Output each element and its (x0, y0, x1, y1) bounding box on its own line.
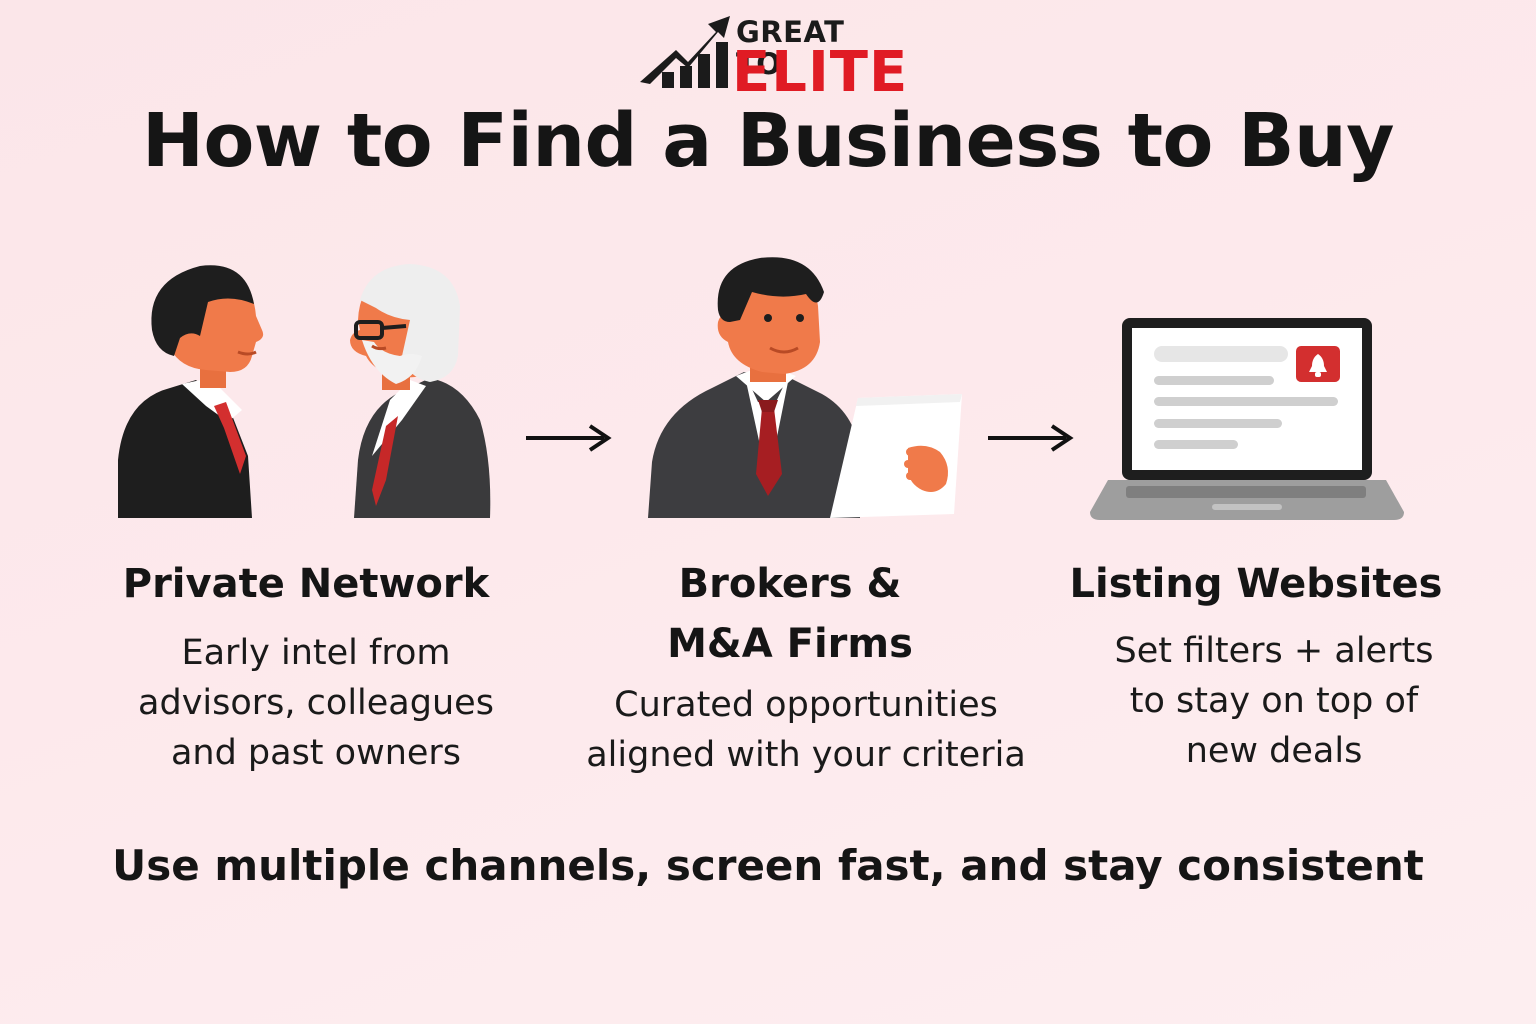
listing-websites-description-line-1: Set filters + alerts (1114, 631, 1434, 671)
brand-logo: GREAT TO ELITE (636, 10, 907, 102)
growth-chart-arrow-icon (640, 16, 730, 88)
brokers-heading-line-2: M&A Firms (667, 621, 913, 667)
brokers-description-line-1: Curated opportunities (614, 685, 998, 725)
brand-name-line2: ELITE (732, 40, 909, 105)
alert-bell-icon (1296, 346, 1340, 382)
broker-reading-document-icon (648, 257, 962, 518)
brokers-heading-line-1: Brokers & (678, 561, 902, 607)
brokers-description-line-2: aligned with your criteria (586, 735, 1026, 775)
two-people-talking-icon (118, 264, 491, 518)
private-network-description-line-3: and past owners (170, 733, 462, 773)
page-title: How to Find a Business to Buy (142, 98, 1394, 184)
laptop-with-alert-icon (1090, 318, 1404, 520)
listing-websites-description-line-3: new deals (1185, 731, 1363, 771)
right-arrow-icon (988, 424, 1074, 452)
listing-websites-description-line-2: to stay on top of (1129, 681, 1419, 721)
right-arrow-icon (526, 424, 612, 452)
private-network-heading: Private Network (122, 561, 490, 607)
footer-tagline: Use multiple channels, screen fast, and … (112, 841, 1424, 890)
private-network-description-line-2: advisors, colleagues (138, 683, 494, 723)
private-network-description-line-1: Early intel from (181, 633, 451, 673)
brand-name-line1: GREAT TO (736, 15, 845, 81)
listing-websites-heading: Listing Websites (1069, 561, 1443, 607)
